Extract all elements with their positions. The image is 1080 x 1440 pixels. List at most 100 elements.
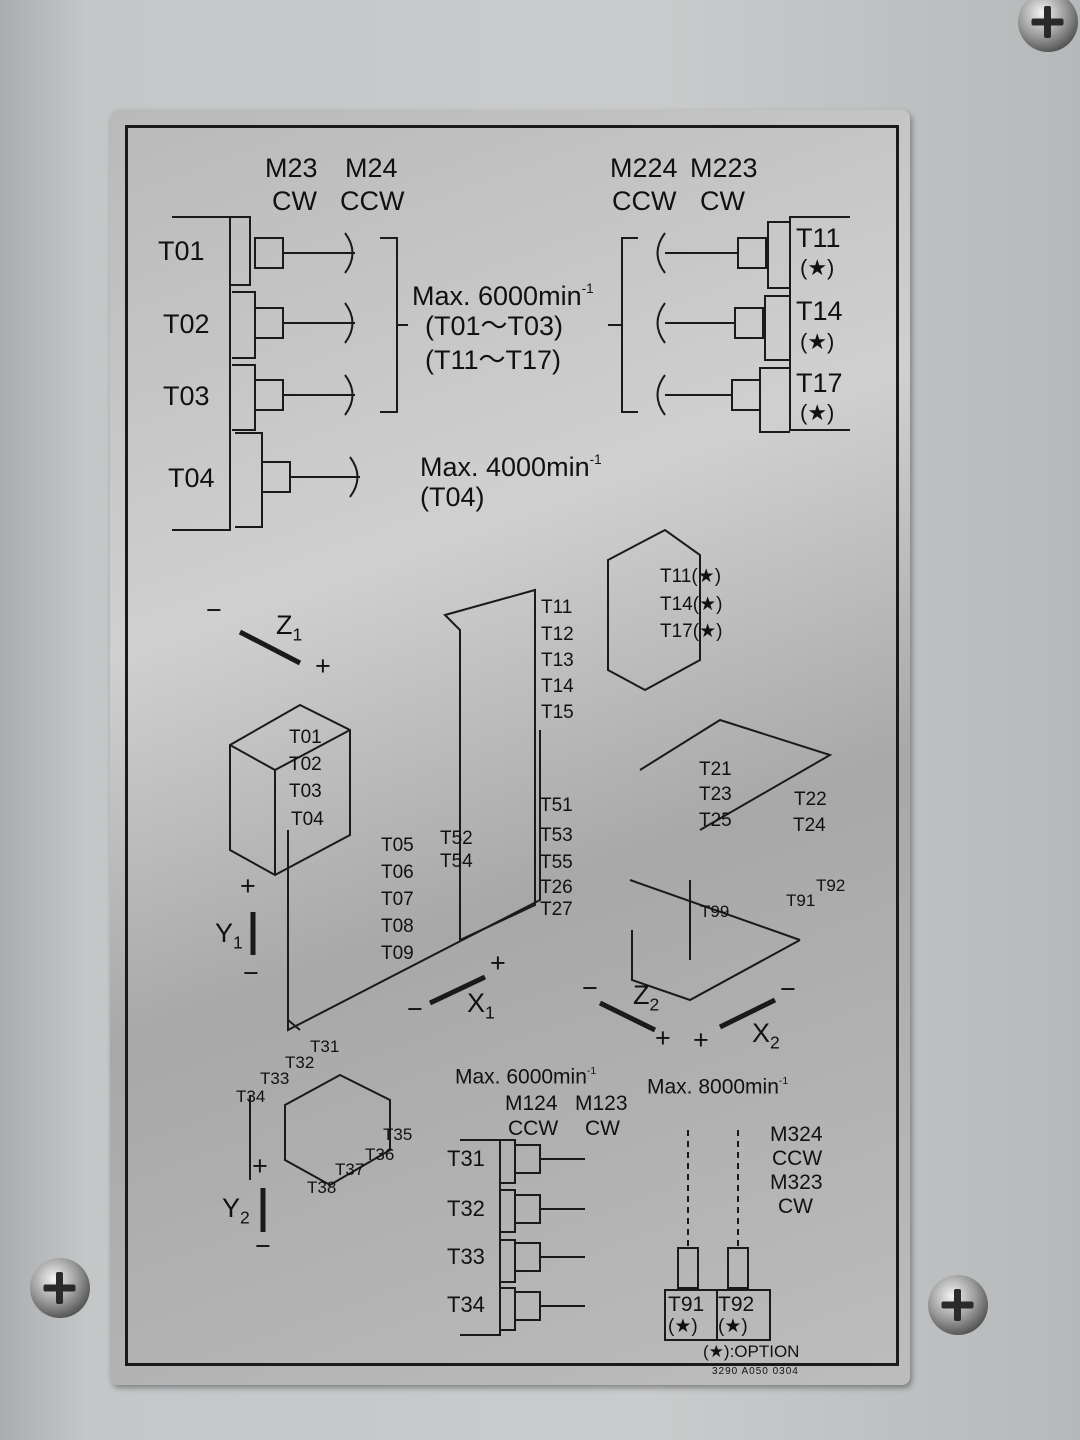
- m323-direction: CW: [778, 1195, 813, 1218]
- turret-label: T21: [699, 759, 732, 780]
- plate-frame: [125, 125, 899, 1366]
- screw-top-right: [1018, 0, 1078, 52]
- turret-label: T91: [786, 891, 816, 910]
- m24-direction: CCW: [340, 186, 405, 216]
- tool-t01: T01: [158, 236, 205, 266]
- option-mark: (★): [668, 1316, 698, 1337]
- z2-minus: −: [582, 973, 598, 1003]
- x1-minus: −: [407, 994, 423, 1024]
- option-mark: (★): [800, 400, 835, 425]
- max-speed-6000-bottom: Max. 6000min-1: [455, 1065, 597, 1089]
- speed-range-t11-t17: (T11～T17): [425, 345, 562, 375]
- turret-label: T31: [310, 1037, 340, 1056]
- turret-label: T26: [540, 877, 573, 898]
- turret-label: T37: [335, 1160, 365, 1179]
- option-mark: (★): [718, 1316, 748, 1337]
- turret-label: T36: [365, 1145, 395, 1164]
- x2-minus: −: [780, 974, 796, 1004]
- speed-range-t01-t03: (T01～T03): [425, 311, 564, 341]
- turret-label: T23: [699, 784, 732, 805]
- x1-plus: +: [490, 948, 506, 978]
- tool-t04: T04: [168, 463, 215, 493]
- turret-label: T05: [381, 835, 414, 856]
- m324-direction: CCW: [772, 1147, 823, 1170]
- option-mark: (★): [800, 255, 835, 280]
- turret-label: T55: [540, 852, 573, 873]
- turret-label: T14: [541, 676, 574, 697]
- m223-direction: CW: [700, 186, 745, 216]
- m323-code: M323: [770, 1171, 823, 1194]
- turret-label: T14(★): [660, 594, 723, 615]
- turret-label: T33: [260, 1069, 290, 1088]
- y1-minus: −: [243, 958, 259, 988]
- turret-label: T38: [307, 1178, 337, 1197]
- tool-t03: T03: [163, 381, 210, 411]
- turret-label: T24: [793, 815, 826, 836]
- tool-t17: T17: [796, 368, 843, 398]
- x2-axis-label: X2: [752, 1018, 780, 1053]
- part-number: 3290 A050 0304: [712, 1366, 799, 1377]
- turret-label: T51: [540, 795, 573, 816]
- m124-code: M124: [505, 1092, 558, 1115]
- turret-label: T09: [381, 943, 414, 964]
- m123-code: M123: [575, 1092, 628, 1115]
- turret-label: T01: [289, 727, 322, 748]
- m23-code: M23: [265, 153, 318, 183]
- m123-direction: CW: [585, 1117, 620, 1140]
- max-speed-6000: Max. 6000min-1: [412, 281, 594, 312]
- tool-t02: T02: [163, 309, 210, 339]
- turret-label: T08: [381, 916, 414, 937]
- tool-t32: T32: [447, 1196, 485, 1221]
- turret-label: T52: [440, 828, 473, 849]
- turret-label: T34: [236, 1087, 266, 1106]
- tool-t91: T91: [668, 1293, 705, 1316]
- turret-label: T22: [794, 789, 827, 810]
- y1-axis-label: Y1: [215, 918, 243, 953]
- x1-axis-label: X1: [467, 988, 495, 1023]
- screw-left: [30, 1258, 90, 1318]
- tool-t33: T33: [447, 1244, 485, 1269]
- turret-label: T15: [541, 702, 574, 723]
- turret-label: T13: [541, 650, 574, 671]
- option-legend: (★):OPTION: [703, 1342, 800, 1361]
- turret-label: T53: [540, 825, 573, 846]
- m224-code: M224: [610, 153, 678, 183]
- m223-code: M223: [690, 153, 758, 183]
- turret-label: T12: [541, 624, 574, 645]
- tool-label-plate: [110, 110, 910, 1385]
- drill-icons-right: [656, 232, 767, 416]
- y2-plus: +: [252, 1151, 268, 1181]
- z2-axis-label: Z2: [633, 980, 660, 1015]
- m324-code: M324: [770, 1123, 823, 1146]
- tool-t31: T31: [447, 1146, 485, 1171]
- turret-label: T17(★): [660, 621, 723, 642]
- turret-label: T11: [541, 597, 573, 618]
- turret-label: T04: [291, 809, 324, 830]
- turret-label: T11(★): [660, 566, 722, 587]
- max-speed-4000: Max. 4000min-1: [420, 452, 602, 483]
- small-drill-icons: [514, 1144, 585, 1321]
- z1-minus: −: [206, 595, 222, 625]
- y2-axis-label: Y2: [222, 1193, 250, 1228]
- turret-label: T35: [383, 1125, 413, 1144]
- turret-label: T92: [816, 876, 846, 895]
- turret-label: T07: [381, 889, 414, 910]
- y2-minus: −: [255, 1231, 271, 1261]
- z2-plus: +: [655, 1023, 671, 1053]
- drill-icons-left: [254, 232, 360, 498]
- turret-label: T25: [699, 810, 732, 831]
- z1-plus: +: [315, 651, 331, 681]
- y1-plus: +: [240, 871, 256, 901]
- turret-label: T06: [381, 862, 414, 883]
- tool-t14: T14: [796, 296, 843, 326]
- tool-t34: T34: [447, 1292, 485, 1317]
- turret-label: T54: [440, 851, 473, 872]
- screw-right: [928, 1275, 988, 1335]
- option-mark: (★): [800, 329, 835, 354]
- z1-axis-label: Z1: [276, 610, 303, 645]
- m24-code: M24: [345, 153, 398, 183]
- turret-label: T32: [285, 1053, 315, 1072]
- m124-direction: CCW: [508, 1117, 559, 1140]
- speed-range-t04: (T04): [420, 482, 485, 512]
